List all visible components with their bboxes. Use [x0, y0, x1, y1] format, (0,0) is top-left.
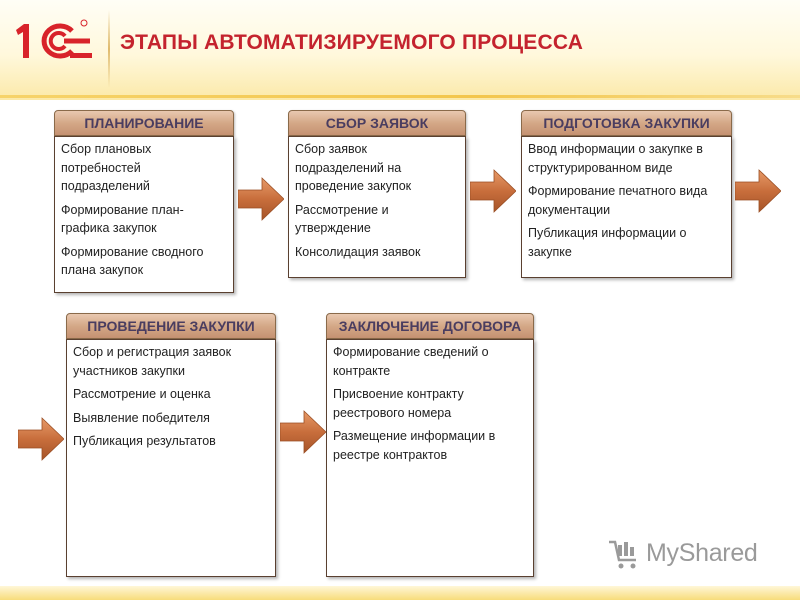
stage-item: Присвоение контракту реестрового номера — [333, 387, 464, 420]
stage-title-requests: СБОР ЗАЯВОК — [288, 110, 466, 136]
stage-item: Публикация информации о закупке — [528, 226, 687, 259]
stage-title-planning: ПЛАНИРОВАНИЕ — [54, 110, 234, 136]
stage-item: Публикация результатов — [73, 434, 216, 448]
stage-item: Сбор заявок подразделений на проведение … — [295, 142, 412, 193]
stage-box-contract: Формирование сведений о контракте Присво… — [326, 339, 534, 577]
footer-band — [0, 586, 800, 600]
page-title: ЭТАПЫ АВТОМАТИЗИРУЕМОГО ПРОЦЕССА — [120, 31, 584, 54]
slide-header — [0, 0, 800, 100]
logo-text: 1С — [10, 14, 12, 15]
arrow-right-icon — [280, 410, 326, 454]
stage-title-contract: ЗАКЛЮЧЕНИЕ ДОГОВОРА — [326, 313, 534, 339]
stage-box-preparation: Ввод информации о закупке в структуриров… — [521, 136, 732, 278]
header-divider — [108, 10, 110, 88]
stage-box-requests: Сбор заявок подразделений на проведение … — [288, 136, 466, 278]
header-underline — [0, 95, 800, 98]
logo-1c-icon: 1С — [10, 14, 92, 59]
stage-item: Сбор плановых потребностей подразделений — [61, 142, 152, 193]
stage-item: Формирование план-графика закупок — [61, 202, 184, 236]
stage-box-conducting: Сбор и регистрация заявок участников зак… — [66, 339, 276, 577]
stage-item: Рассмотрение и оценка — [73, 387, 211, 401]
stage-title-preparation: ПОДГОТОВКА ЗАКУПКИ — [521, 110, 732, 136]
stage-item: Выявление победителя — [73, 410, 210, 425]
stage-box-planning: Сбор плановых потребностей подразделений… — [54, 136, 234, 293]
arrow-right-icon — [470, 169, 516, 213]
stage-item: Формирование сведений о контракте — [333, 345, 489, 378]
stage-item: Размещение информации в реестре контракт… — [333, 429, 496, 462]
stage-item: Рассмотрение и утверждение — [295, 202, 389, 236]
stage-item: Ввод информации о закупке в структуриров… — [528, 142, 703, 175]
arrow-right-icon — [735, 169, 781, 213]
stage-item: Формирование сводного плана закупок — [61, 244, 204, 278]
stage-item: Формирование печатного вида документации — [528, 184, 708, 217]
stage-item: Сбор и регистрация заявок участников зак… — [73, 345, 232, 378]
stage-item: Консолидация заявок — [295, 244, 421, 259]
cart-icon — [609, 540, 636, 569]
arrow-right-icon — [18, 417, 64, 461]
stage-title-conducting: ПРОВЕДЕНИЕ ЗАКУПКИ — [66, 313, 276, 339]
watermark-text: MyShared — [646, 539, 758, 567]
arrow-right-icon — [238, 177, 284, 221]
